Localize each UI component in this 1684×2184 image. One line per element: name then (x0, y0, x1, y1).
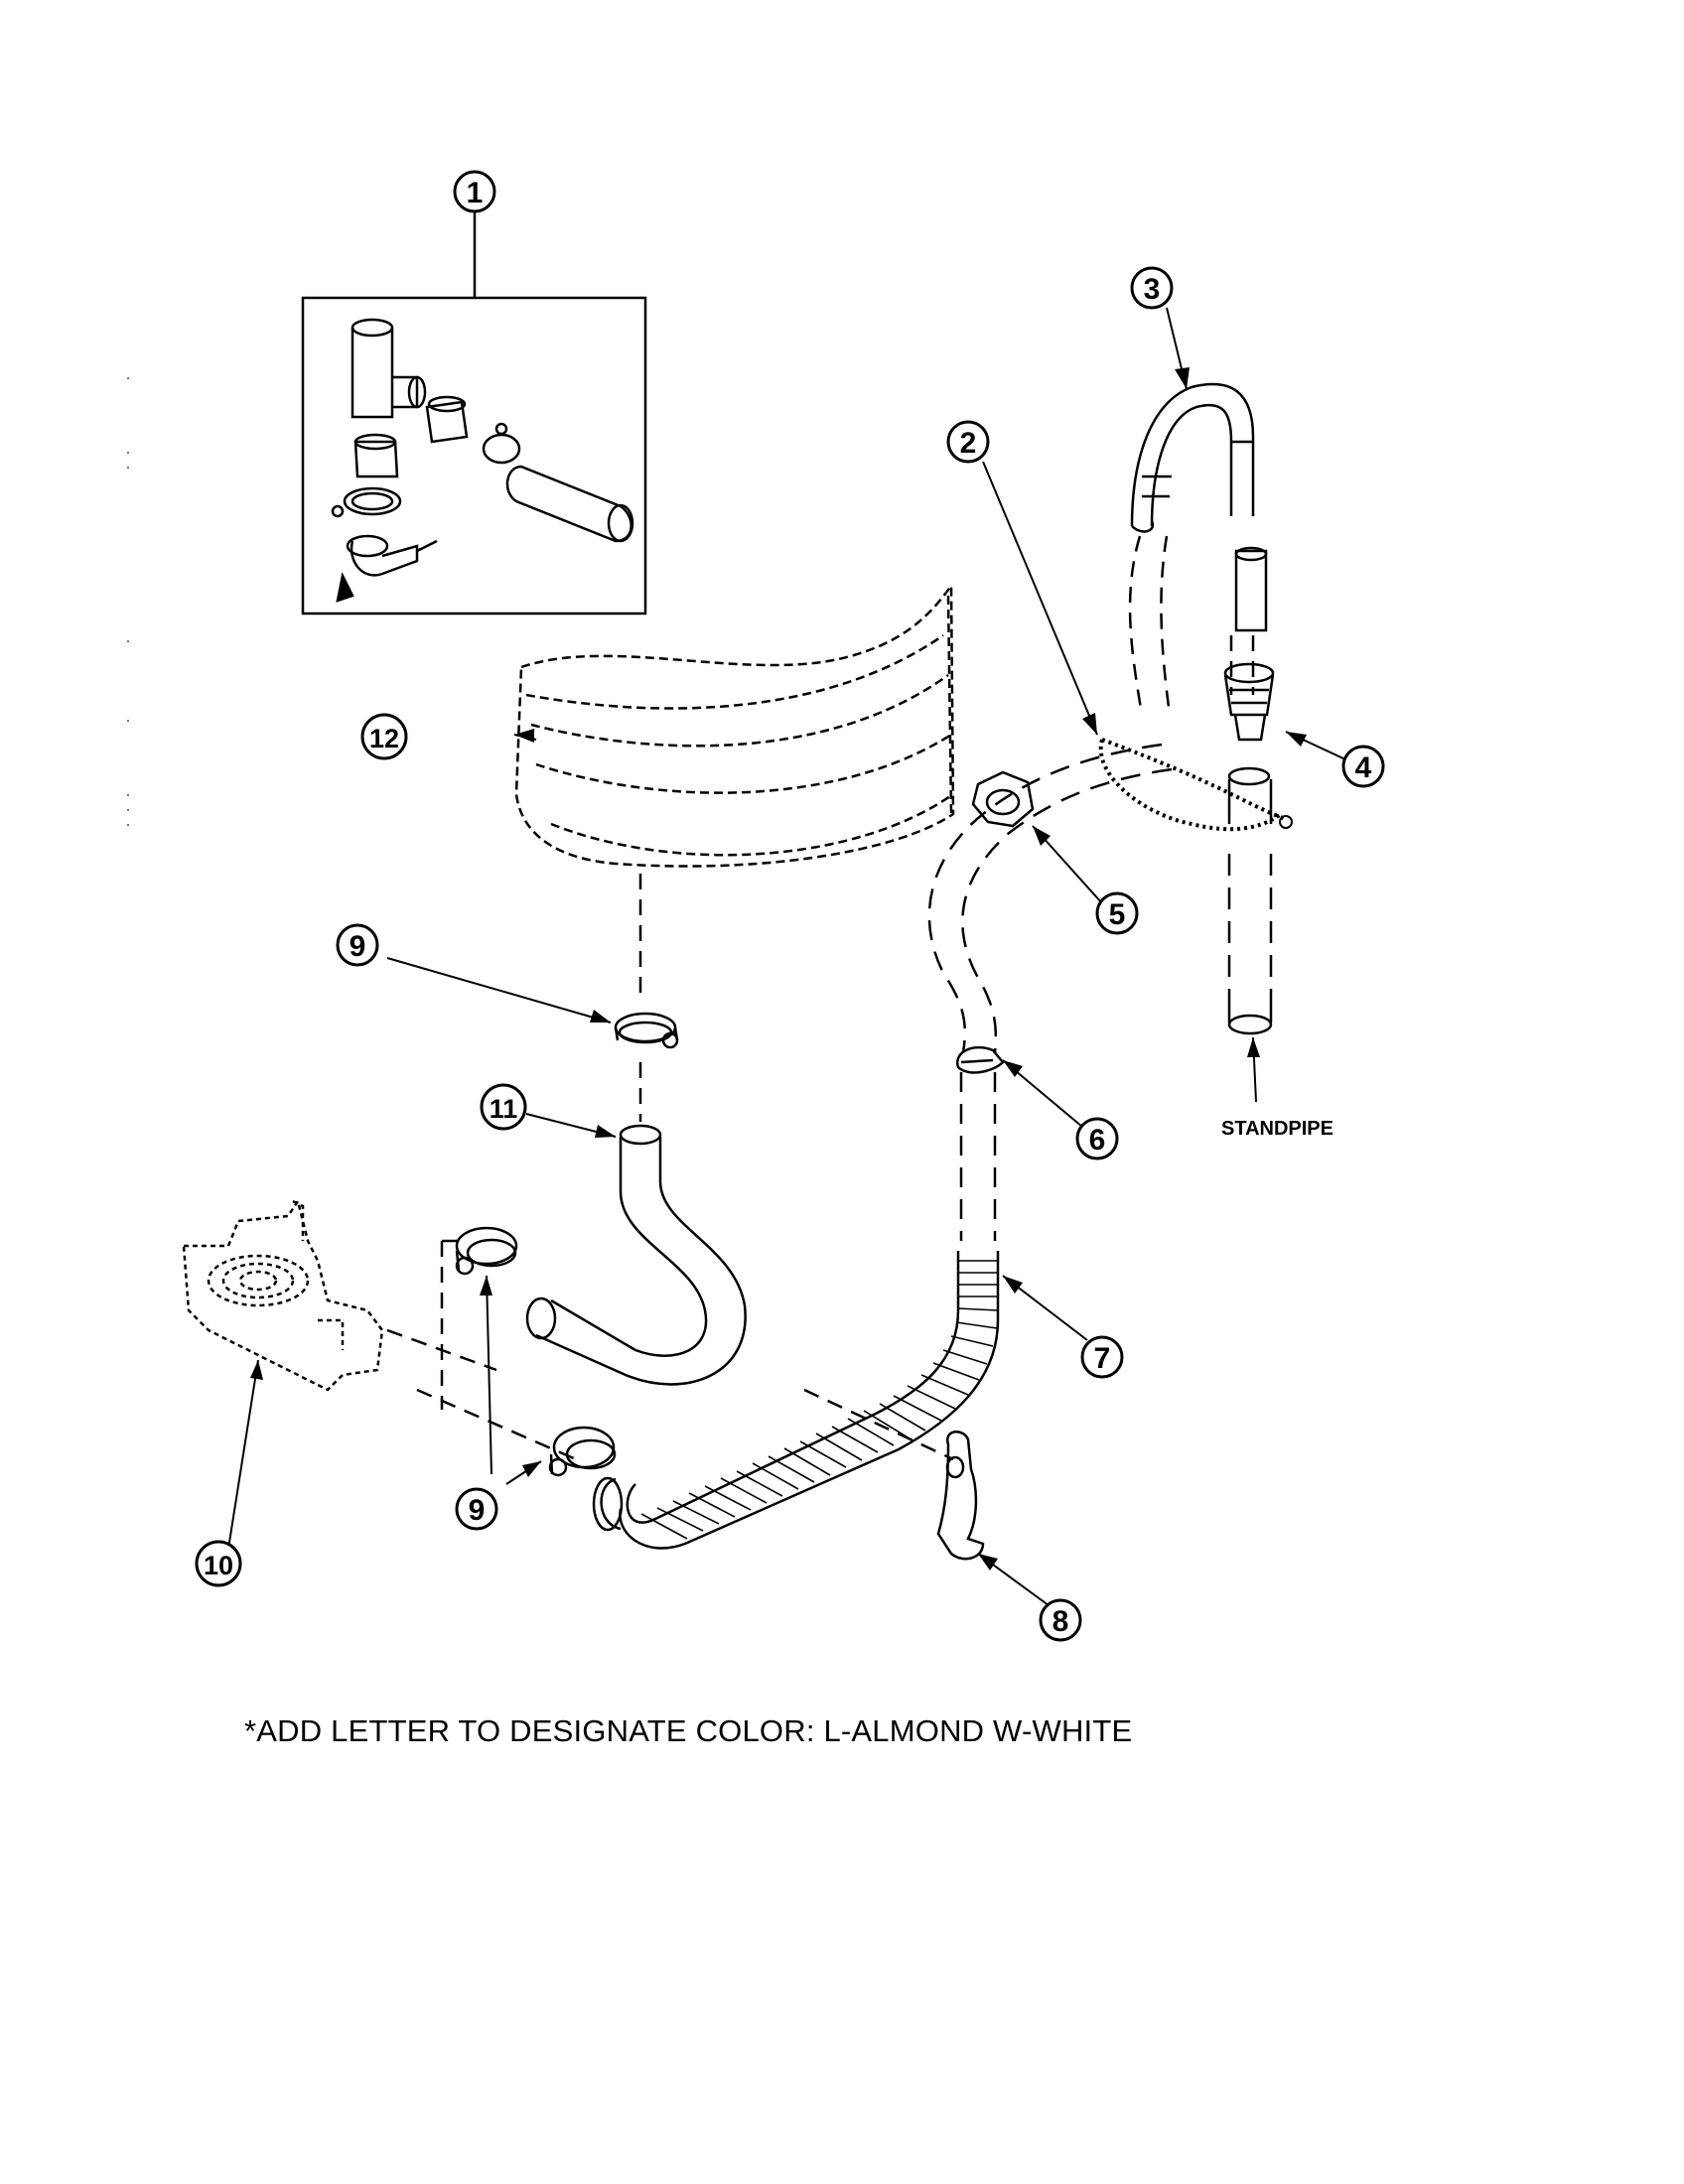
callout-12: 12 (360, 713, 408, 760)
svg-text:12: 12 (369, 724, 399, 753)
corrugated-hose-part-7 (592, 1251, 1000, 1550)
color-designation-note: *ADD LETTER TO DESIGNATE COLOR: L-ALMOND… (244, 1713, 1133, 1748)
scan-marks (127, 377, 129, 826)
svg-text:9: 9 (469, 1494, 486, 1527)
drain-hose-main-dashed (927, 743, 1173, 1241)
leader-arrowheads (250, 367, 1307, 1570)
svg-text:8: 8 (1052, 1605, 1069, 1638)
callout-11: 11 (480, 1083, 527, 1131)
svg-text:5: 5 (1109, 898, 1126, 931)
callout-9-bottom: 9 (455, 1487, 498, 1531)
svg-text:9: 9 (350, 930, 366, 963)
callout-7: 7 (1080, 1335, 1124, 1379)
callout-1: 1 (453, 170, 496, 213)
hose-adapter-part-4 (1223, 662, 1275, 786)
part-1-kit-box (301, 296, 647, 615)
callout-2: 2 (946, 420, 990, 464)
hose-clamp-part-9-top (614, 1012, 679, 1049)
svg-text:4: 4 (1355, 751, 1372, 784)
callouts: 1 2 3 4 5 6 7 8 (195, 170, 1385, 1642)
pump-part-10 (182, 1197, 384, 1392)
drain-hose-dashed (1128, 535, 1255, 716)
svg-text:3: 3 (1144, 273, 1161, 306)
callout-3: 3 (1130, 266, 1174, 310)
callout-8: 8 (1039, 1598, 1082, 1642)
drain-hose-hook-part-3 (1130, 382, 1268, 632)
callout-6: 6 (1075, 1117, 1119, 1160)
standpipe (1227, 779, 1273, 1035)
leader-lines (227, 307, 1346, 1609)
svg-text:10: 10 (204, 1551, 233, 1580)
svg-text:2: 2 (960, 427, 977, 460)
hose-hanger-part-8 (936, 1431, 985, 1561)
pump-hose-part-11 (525, 1124, 747, 1386)
standpipe-label: STANDPIPE (1221, 1118, 1333, 1140)
bead-chain-part-2 (1098, 738, 1293, 832)
callout-10: 10 (195, 1540, 242, 1587)
svg-text:6: 6 (1089, 1124, 1106, 1157)
callout-4: 4 (1341, 745, 1385, 788)
svg-text:1: 1 (467, 177, 484, 209)
svg-text:11: 11 (490, 1094, 518, 1124)
hose-clip-part-6 (956, 1045, 1005, 1074)
tub-part-12 (514, 582, 955, 868)
callout-9-top: 9 (336, 923, 379, 967)
hose-clamp-part-9-bottom (548, 1426, 617, 1477)
hose-nut-part-5 (971, 770, 1035, 828)
callout-5: 5 (1095, 891, 1139, 935)
pump-connector-dashed (386, 1239, 577, 1461)
hose-clamp-part-9-mid (455, 1226, 518, 1276)
svg-text:7: 7 (1094, 1342, 1111, 1375)
